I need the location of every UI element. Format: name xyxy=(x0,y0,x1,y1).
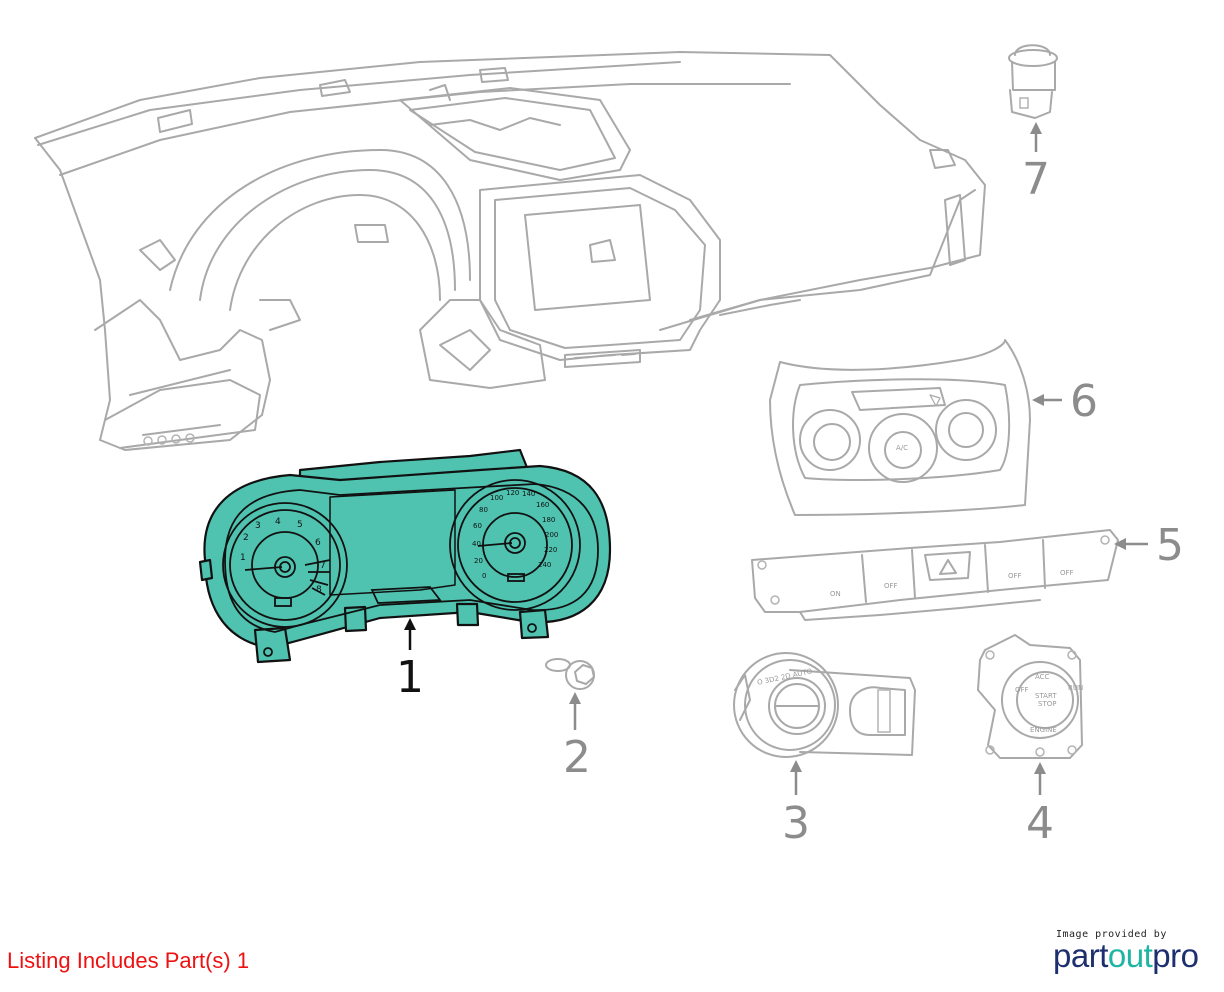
switch-4-off-label: OFF xyxy=(1008,572,1022,580)
tach-tick-3: 3 xyxy=(255,521,261,531)
tachometer-gauge: 1 2 3 4 5 6 7 8 xyxy=(222,502,348,628)
speed-tick-220: 220 xyxy=(544,546,557,554)
speed-tick-140: 140 xyxy=(522,490,535,498)
tach-tick-7: 7 xyxy=(320,561,326,571)
tach-tick-1: 1 xyxy=(240,553,246,563)
tach-tick-2: 2 xyxy=(243,533,249,543)
brand-pro: pro xyxy=(1152,937,1199,974)
image-credit-text: Image provided by xyxy=(1056,929,1167,940)
speed-tick-200: 200 xyxy=(545,531,558,539)
callout-number-1: 1 xyxy=(396,652,424,703)
speed-tick-0: 0 xyxy=(482,572,486,580)
callout-number-2: 2 xyxy=(563,732,591,783)
partoutpro-logo: partoutpro xyxy=(1053,937,1199,975)
callout-5[interactable]: 5 xyxy=(1114,520,1184,571)
switch-1-on-label: ON xyxy=(830,590,841,598)
speed-tick-120: 120 xyxy=(506,489,519,497)
speed-tick-180: 180 xyxy=(542,516,555,524)
push-button-part[interactable] xyxy=(1008,44,1058,119)
speed-tick-240: 240 xyxy=(538,561,551,569)
callout-2[interactable]: 2 xyxy=(563,692,591,783)
brand-out: out xyxy=(1107,937,1153,974)
switch-bank-part[interactable]: ON OFF OFF OFF xyxy=(751,529,1119,621)
ignition-start-label: START xyxy=(1035,692,1057,700)
callout-number-3: 3 xyxy=(782,798,810,849)
tach-tick-8: 8 xyxy=(316,585,322,595)
callout-number-5: 5 xyxy=(1156,520,1184,571)
climate-ac-label: A/C xyxy=(896,444,908,452)
callout-1[interactable]: 1 xyxy=(396,618,424,703)
speed-tick-160: 160 xyxy=(536,501,549,509)
ignition-stop-label: STOP xyxy=(1038,700,1056,708)
speed-tick-80: 80 xyxy=(479,506,488,514)
switch-2-off-label: OFF xyxy=(884,582,898,590)
callout-number-7: 7 xyxy=(1022,154,1050,205)
callout-7[interactable]: 7 xyxy=(1022,122,1050,205)
speedometer-gauge: 0 20 40 60 80 100 120 140 160 180 200 22… xyxy=(449,479,581,611)
tach-tick-6: 6 xyxy=(315,538,321,548)
headlamp-switch-part[interactable]: O 3D2 2D AUTO xyxy=(733,652,916,758)
callout-6[interactable]: 6 xyxy=(1032,376,1098,427)
ignition-run-label: RUN xyxy=(1068,684,1083,692)
callout-4[interactable]: 4 xyxy=(1026,762,1054,849)
dashboard-panel xyxy=(34,51,986,451)
listing-includes-text: Listing Includes Part(s) 1 xyxy=(7,948,250,973)
instrument-cluster[interactable]: 1 2 3 4 5 6 7 8 0 20 40 60 80 100 120 14… xyxy=(198,448,612,664)
callout-number-6: 6 xyxy=(1070,376,1098,427)
headlamp-positions-label: O 3D2 2D AUTO xyxy=(756,667,813,687)
ignition-engine-label: ENGINE xyxy=(1030,726,1057,734)
tach-tick-5: 5 xyxy=(297,520,303,530)
bolt-part[interactable] xyxy=(545,658,595,690)
ignition-acc-label: ACC xyxy=(1035,673,1050,681)
speed-tick-20: 20 xyxy=(474,557,483,565)
ignition-off-label: OFF xyxy=(1015,686,1029,694)
tach-tick-4: 4 xyxy=(275,517,281,527)
brand-part: part xyxy=(1053,937,1108,974)
switch-5-off-label: OFF xyxy=(1060,569,1074,577)
speed-tick-60: 60 xyxy=(473,522,482,530)
callout-number-4: 4 xyxy=(1026,798,1054,849)
speed-tick-100: 100 xyxy=(490,494,503,502)
ignition-switch-part[interactable]: ACC RUN OFF START STOP ENGINE xyxy=(977,634,1083,759)
callout-3[interactable]: 3 xyxy=(782,760,810,849)
climate-control-part[interactable]: A/C xyxy=(769,339,1031,516)
speed-tick-40: 40 xyxy=(472,540,481,548)
